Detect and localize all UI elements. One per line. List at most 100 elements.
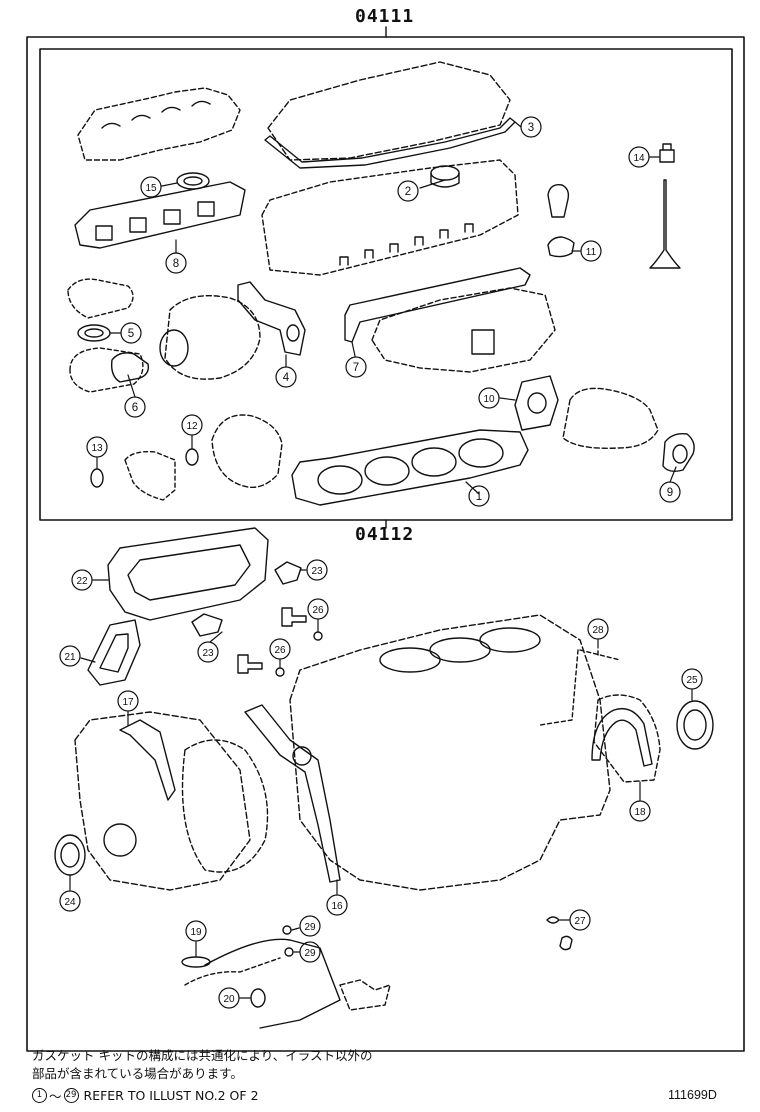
oil-seal-25 <box>676 700 714 750</box>
intake-manifold-port <box>471 329 495 355</box>
callout-19: 19 <box>185 920 207 942</box>
callout-13: 13 <box>86 436 108 458</box>
plug-seal-2-body <box>430 172 460 188</box>
gasket-16-hole <box>292 746 312 766</box>
svg-text:10: 10 <box>483 394 495 405</box>
svg-text:23: 23 <box>311 566 323 577</box>
gasket-10-hole <box>527 392 547 414</box>
gasket-12 <box>185 448 199 466</box>
callout-4: 4 <box>275 366 297 388</box>
cylinder-head <box>261 159 519 276</box>
gasket-11 <box>547 236 575 258</box>
svg-text:8: 8 <box>173 258 179 270</box>
svg-text:4: 4 <box>283 372 290 384</box>
callout-11: 11 <box>580 240 602 262</box>
ref-from-number: 1 <box>32 1088 47 1103</box>
oil-seal-24-inner <box>60 842 80 868</box>
gasket-27 <box>546 916 560 924</box>
note-line-1: ガスケット キットの構成には共通化により、イラスト以外の <box>32 1048 373 1063</box>
turbo-body <box>164 295 261 380</box>
group-code-04112: 04112 <box>355 524 415 545</box>
callout-7: 7 <box>345 356 367 378</box>
svg-text:11: 11 <box>586 247 597 258</box>
svg-text:12: 12 <box>186 421 198 432</box>
washer-26-top <box>313 631 323 641</box>
gasket-16 <box>244 704 341 883</box>
oil-pan-gasket-22 <box>107 527 269 621</box>
svg-text:22: 22 <box>76 576 88 587</box>
callout-5: 5 <box>120 322 142 344</box>
cylinder-head-ports <box>339 223 474 266</box>
callout-14: 14 <box>628 146 650 168</box>
engine-block-bore-1 <box>379 647 441 673</box>
oil-pipe-2 <box>184 957 281 986</box>
callout-26-top: 26 <box>307 598 329 620</box>
callout-16: 16 <box>326 894 348 916</box>
gasket-5-inner <box>84 328 104 338</box>
svg-text:7: 7 <box>353 362 359 374</box>
svg-text:15: 15 <box>145 183 157 194</box>
reference-line: 1 ～ 29 REFER TO ILLUST NO.2 OF 2 <box>32 1086 259 1105</box>
callout-20: 20 <box>218 987 240 1009</box>
group-04111-inner-frame <box>39 48 733 521</box>
svg-text:2: 2 <box>405 186 411 198</box>
gasket-19 <box>181 956 211 968</box>
ref-to-number: 29 <box>63 1088 79 1103</box>
intake-manifold <box>371 287 556 373</box>
gasket-9 <box>662 432 695 473</box>
svg-text:27: 27 <box>574 916 586 927</box>
svg-text:13: 13 <box>91 443 103 454</box>
svg-text:16: 16 <box>331 901 343 912</box>
bracket-gasket-4-hole <box>286 324 300 342</box>
svg-text:28: 28 <box>592 625 604 636</box>
callout-10: 10 <box>478 387 500 409</box>
callout-28: 28 <box>587 618 609 640</box>
head-gasket-bore-1 <box>317 465 363 495</box>
engine-block-bore-3 <box>479 627 541 653</box>
gasket-29-top <box>282 925 292 935</box>
gasket-21-inner <box>99 633 129 673</box>
svg-text:21: 21 <box>64 652 76 663</box>
group-code-04111: 04111 <box>355 6 415 27</box>
svg-text:9: 9 <box>667 487 673 499</box>
callout-22: 22 <box>71 569 93 591</box>
gasket-10 <box>514 375 559 431</box>
callout-23-top: 23 <box>306 559 328 581</box>
head-gasket-1 <box>291 429 529 506</box>
manifold-gasket-8-holes <box>95 201 215 241</box>
svg-text:26: 26 <box>312 605 324 616</box>
gasket-17 <box>119 719 176 801</box>
sensor <box>547 184 570 218</box>
callout-21: 21 <box>59 645 81 667</box>
gasket-18 <box>591 707 653 767</box>
gasket-20 <box>250 988 266 1008</box>
callout-15: 15 <box>140 176 162 198</box>
svg-text:17: 17 <box>122 697 134 708</box>
turbo-outlet <box>159 329 189 367</box>
gasket-21 <box>87 619 141 686</box>
gasket-29-bottom <box>284 947 294 957</box>
callout-27: 27 <box>569 909 591 931</box>
water-outlet <box>211 414 283 488</box>
callouts: 1 2 3 4 5 6 7 8 9 10 11 12 13 14 15 16 1… <box>59 116 703 1009</box>
gasket-9-hole <box>672 444 688 464</box>
callout-23-bottom: 23 <box>197 641 219 663</box>
housing-6 <box>69 347 144 393</box>
intake-manifold-gasket-7 <box>344 267 531 343</box>
callout-25: 25 <box>681 668 703 690</box>
head-gasket-bore-4 <box>458 438 504 468</box>
svg-text:23: 23 <box>202 648 214 659</box>
gasket-13 <box>90 468 104 488</box>
gasket-5 <box>77 324 111 342</box>
callout-leaders <box>69 121 693 999</box>
callout-29-top: 29 <box>299 915 321 937</box>
figure-number: 111699D <box>668 1088 717 1102</box>
head-gasket-bore-3 <box>411 447 457 477</box>
callout-9: 9 <box>659 481 681 503</box>
head-gasket-bore-2 <box>364 456 410 486</box>
svg-text:20: 20 <box>223 994 235 1005</box>
ref-tilde: ～ <box>49 1089 62 1104</box>
water-pump-body <box>562 387 659 449</box>
dashed-leader-28 <box>539 649 579 726</box>
valve-cover <box>267 61 511 161</box>
